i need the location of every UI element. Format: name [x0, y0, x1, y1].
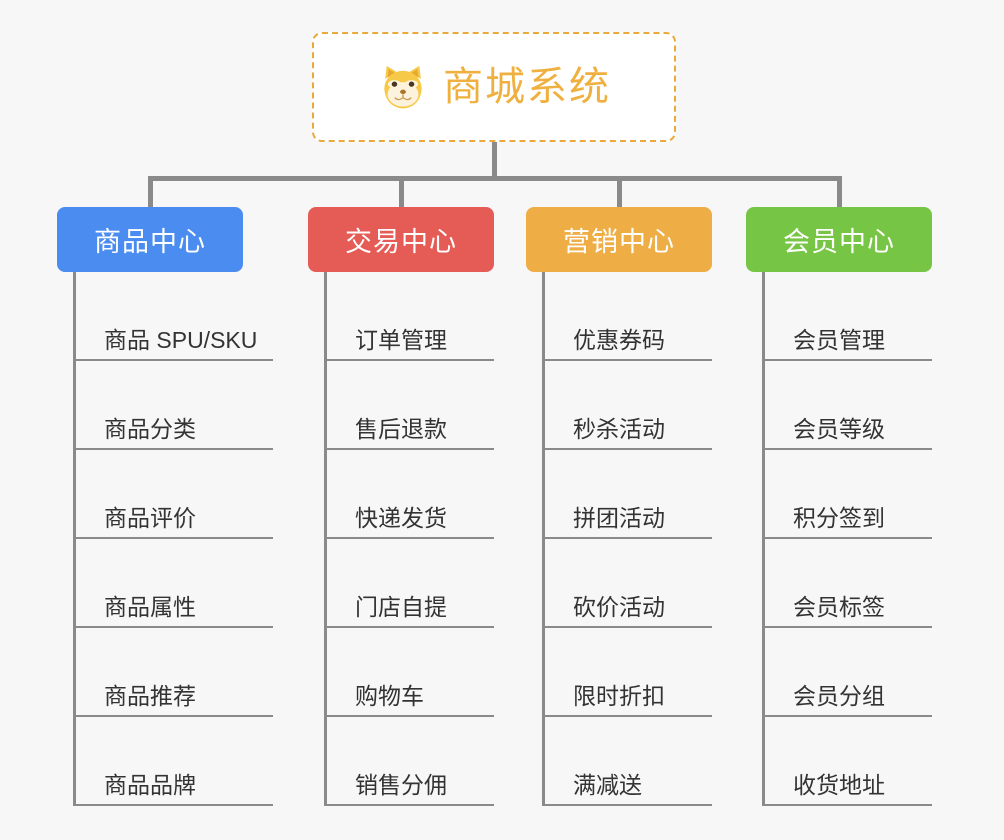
leaf-item-label: 砍价活动 [573, 594, 665, 620]
leaf-item-label: 限时折扣 [573, 683, 665, 709]
leaf-item[interactable]: 会员分组 [765, 628, 932, 717]
leaf-item-label: 商品推荐 [104, 683, 196, 709]
connector-drop-2 [617, 176, 622, 207]
leaf-item-label: 会员分组 [793, 683, 885, 709]
leaf-item-label: 商品 SPU/SKU [104, 327, 258, 353]
branch-header-label: 会员中心 [783, 227, 895, 257]
leaf-item[interactable]: 收货地址 [765, 717, 932, 806]
branch-header-0[interactable]: 商品中心 [57, 207, 243, 272]
root-title: 商城系统 [443, 65, 611, 109]
branch-header-label: 商品中心 [94, 227, 206, 257]
branch-column-3: 会员中心会员管理会员等级积分签到会员标签会员分组收货地址 [746, 207, 932, 806]
leaf-item-label: 订单管理 [355, 327, 447, 353]
leaf-item-label: 会员管理 [793, 327, 885, 353]
leaf-item-label: 商品分类 [104, 416, 196, 442]
leaf-item[interactable]: 优惠券码 [545, 272, 712, 361]
leaf-item-label: 商品属性 [104, 594, 196, 620]
leaf-item[interactable]: 商品推荐 [76, 628, 274, 717]
connector-horizontal-bus [148, 176, 842, 181]
leaf-item[interactable]: 商品分类 [76, 361, 274, 450]
leaf-item-label: 满减送 [573, 772, 642, 798]
leaf-item-label: 会员标签 [793, 594, 885, 620]
leaf-item[interactable]: 快递发货 [327, 450, 494, 539]
leaf-item[interactable]: 商品品牌 [76, 717, 274, 806]
leaf-item-label: 拼团活动 [573, 505, 665, 531]
branch-trunk-0: 商品 SPU/SKU 商品分类商品评价商品属性商品推荐商品品牌 [73, 272, 274, 806]
leaf-item[interactable]: 商品评价 [76, 450, 274, 539]
leaf-item[interactable]: 会员标签 [765, 539, 932, 628]
branch-trunk-2: 优惠券码秒杀活动拼团活动砍价活动限时折扣满减送 [542, 272, 712, 806]
branch-header-3[interactable]: 会员中心 [746, 207, 932, 272]
shiba-dog-face-icon [384, 65, 422, 109]
connector-root-stem [492, 142, 497, 180]
branch-column-1: 交易中心订单管理售后退款快递发货门店自提购物车销售分佣 [308, 207, 494, 806]
leaf-item-label: 商品品牌 [104, 772, 196, 798]
leaf-item[interactable]: 订单管理 [327, 272, 494, 361]
leaf-item-label: 优惠券码 [573, 327, 665, 353]
leaf-item[interactable]: 商品 SPU/SKU [76, 272, 274, 361]
connector-drop-1 [399, 176, 404, 207]
leaf-item-label: 积分签到 [793, 505, 885, 531]
branch-header-1[interactable]: 交易中心 [308, 207, 494, 272]
leaf-item-label: 秒杀活动 [573, 416, 665, 442]
root-node[interactable]: 商城系统 [312, 32, 676, 142]
branch-trunk-3: 会员管理会员等级积分签到会员标签会员分组收货地址 [762, 272, 932, 806]
leaf-item[interactable]: 会员管理 [765, 272, 932, 361]
leaf-item[interactable]: 积分签到 [765, 450, 932, 539]
branch-column-0: 商品中心商品 SPU/SKU 商品分类商品评价商品属性商品推荐商品品牌 [57, 207, 274, 806]
leaf-item[interactable]: 商品属性 [76, 539, 274, 628]
leaf-item-label: 商品评价 [104, 505, 196, 531]
connector-drop-3 [837, 176, 842, 207]
leaf-item[interactable]: 购物车 [327, 628, 494, 717]
leaf-item-label: 快递发货 [355, 505, 447, 531]
leaf-item-label: 购物车 [355, 683, 424, 709]
branch-header-label: 交易中心 [345, 227, 457, 257]
leaf-item[interactable]: 限时折扣 [545, 628, 712, 717]
leaf-item-label: 销售分佣 [355, 772, 447, 798]
branch-header-label: 营销中心 [563, 227, 675, 257]
leaf-item[interactable]: 砍价活动 [545, 539, 712, 628]
leaf-item[interactable]: 满减送 [545, 717, 712, 806]
branch-trunk-1: 订单管理售后退款快递发货门店自提购物车销售分佣 [324, 272, 494, 806]
leaf-item[interactable]: 销售分佣 [327, 717, 494, 806]
branch-column-2: 营销中心优惠券码秒杀活动拼团活动砍价活动限时折扣满减送 [526, 207, 712, 806]
leaf-item-label: 门店自提 [355, 594, 447, 620]
leaf-item-label: 会员等级 [793, 416, 885, 442]
leaf-item[interactable]: 秒杀活动 [545, 361, 712, 450]
leaf-item-label: 收货地址 [793, 772, 885, 798]
branch-header-2[interactable]: 营销中心 [526, 207, 712, 272]
leaf-item[interactable]: 拼团活动 [545, 450, 712, 539]
leaf-item-label: 售后退款 [355, 416, 447, 442]
leaf-item[interactable]: 门店自提 [327, 539, 494, 628]
leaf-item[interactable]: 售后退款 [327, 361, 494, 450]
leaf-item[interactable]: 会员等级 [765, 361, 932, 450]
connector-drop-0 [148, 176, 153, 207]
